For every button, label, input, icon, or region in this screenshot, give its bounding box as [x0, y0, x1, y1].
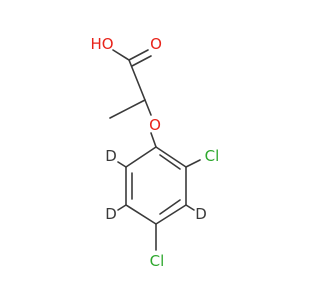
bond-c1-o-double-a — [128, 49, 149, 61]
bond-c2-o-ether — [144, 99, 152, 116]
ether-oxygen-label: O — [149, 116, 161, 134]
ring-bond-c4-c5 — [125, 204, 157, 225]
bond-ring-d3 — [185, 204, 195, 211]
deuterium-3-label: D — [195, 205, 207, 223]
ring-bond-c6-c1 — [125, 146, 157, 168]
ring-double-inner-2 — [159, 199, 181, 215]
ring-double-inner-1 — [159, 154, 181, 170]
bond-ring-cl-ortho — [185, 159, 201, 168]
hydroxyl-label: HO — [90, 35, 113, 53]
carbonyl-oxygen-label: O — [150, 35, 162, 53]
bond-c1-o-double-b — [131, 55, 152, 67]
bond-oh-c1 — [112, 49, 130, 61]
bond-ring-d6 — [117, 161, 127, 168]
molecule-canvas: HO O O Cl Cl D D D — [90, 35, 220, 270]
bond-ring-d5 — [117, 204, 127, 211]
deuterium-5-label: D — [105, 205, 117, 223]
chloro-para-label: Cl — [150, 252, 165, 270]
deuterium-6-label: D — [105, 147, 117, 165]
structure-diagram: HO O O Cl Cl D D D — [90, 35, 220, 270]
ring-bond-c3-c4 — [155, 204, 187, 225]
ring-bond-c1-c2 — [155, 146, 187, 168]
bond-c1-c2 — [128, 59, 146, 101]
bond-c2-methyl — [109, 99, 146, 119]
bond-o-ether-ring — [150, 132, 157, 148]
chloro-ortho-label: Cl — [205, 147, 220, 165]
